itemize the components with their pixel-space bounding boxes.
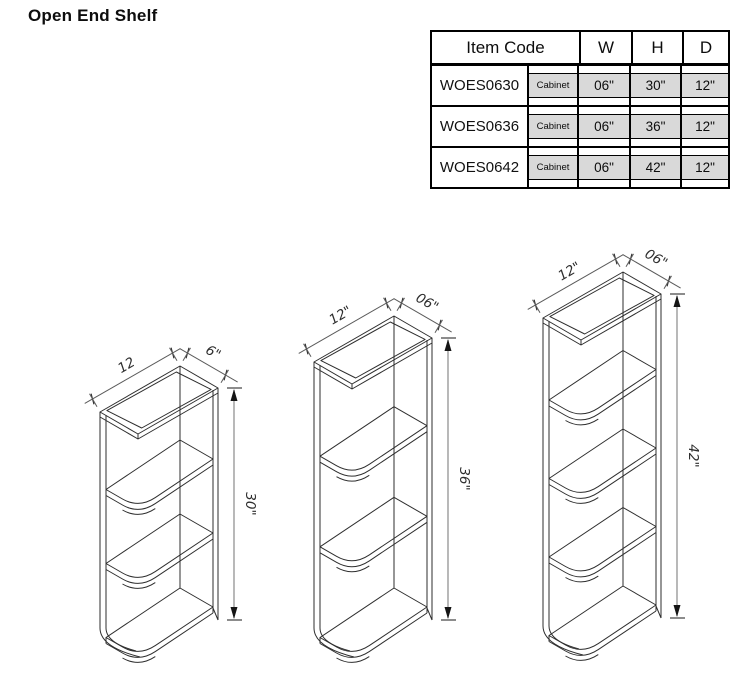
type-cell: Cabinet — [529, 66, 579, 105]
type-cell: Cabinet — [529, 148, 579, 187]
w-cell: 06" — [579, 148, 631, 187]
type-badge: Cabinet — [529, 73, 577, 98]
col-header-item-code: Item Code — [466, 37, 545, 57]
table-row: WOES0630 Cabinet 06" 30" 12" — [432, 66, 728, 105]
item-code-cell: WOES0642 — [432, 148, 529, 187]
h-cell: 36" — [631, 107, 682, 146]
depth-dim-label: 6" — [203, 342, 224, 363]
d-value: 12" — [682, 73, 728, 98]
width-dim-label: 12 — [115, 354, 138, 376]
item-code-cell: WOES0636 — [432, 107, 529, 146]
h-cell: 30" — [631, 66, 682, 105]
height-dim-label: 36" — [456, 467, 472, 490]
width-dim-label: 12" — [326, 303, 354, 329]
col-header-w: W — [579, 32, 631, 63]
w-value: 06" — [579, 73, 629, 98]
diagram-shelf-42: 12"06"42" — [527, 246, 701, 661]
type-badge: Cabinet — [529, 114, 577, 139]
d-cell: 12" — [682, 107, 728, 146]
type-cell: Cabinet — [529, 107, 579, 146]
item-code-cell: WOES0630 — [432, 66, 529, 105]
w-cell: 06" — [579, 107, 631, 146]
h-value: 36" — [631, 114, 680, 139]
type-badge: Cabinet — [529, 155, 577, 180]
d-cell: 12" — [682, 148, 728, 187]
diagram-shelf-30: 12 6" 30" — [84, 342, 258, 663]
w-cell: 06" — [579, 66, 631, 105]
spec-table: Item Code W H D WOES0630 Cabinet 06" 30"… — [430, 30, 730, 189]
height-dim-label: 42" — [685, 444, 701, 467]
h-value: 42" — [631, 155, 680, 180]
h-cell: 42" — [631, 148, 682, 187]
diagram-shelf-36: 12"06"36" — [298, 290, 472, 663]
col-header-d: D — [682, 32, 728, 63]
height-dim-label: 30" — [242, 492, 258, 515]
d-value: 12" — [682, 114, 728, 139]
width-dim-label: 12" — [555, 259, 583, 285]
w-value: 06" — [579, 114, 629, 139]
d-cell: 12" — [682, 66, 728, 105]
page-title: Open End Shelf — [28, 6, 158, 25]
w-value: 06" — [579, 155, 629, 180]
h-value: 30" — [631, 73, 680, 98]
table-header-row: Item Code W H D — [432, 32, 728, 66]
table-row: WOES0636 Cabinet 06" 36" 12" — [432, 105, 728, 146]
d-value: 12" — [682, 155, 728, 180]
col-header-h: H — [631, 32, 682, 63]
table-row: WOES0642 Cabinet 06" 42" 12" — [432, 146, 728, 187]
